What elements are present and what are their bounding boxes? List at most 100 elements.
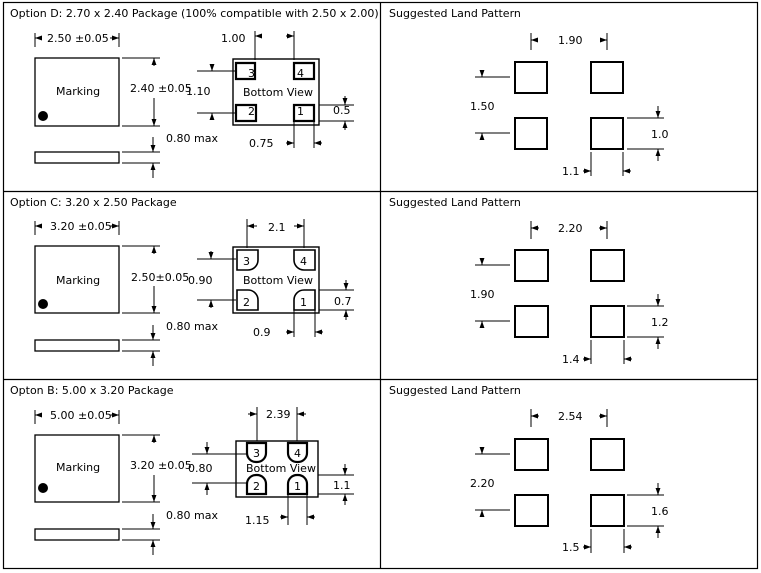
bottom-view: 3 4 2 1 Bottom View [186, 31, 354, 150]
pad-3 [234, 61, 257, 81]
land-pad-br [590, 305, 625, 338]
height-dimension [122, 57, 160, 127]
width-label: 2.50 ±0.05 [47, 32, 109, 45]
package-side [34, 339, 120, 352]
pad-height-label: 0.7 [334, 295, 352, 308]
pad-pitch-x-label: 2.1 [268, 221, 286, 234]
bottom-view-label: Bottom View [246, 462, 316, 475]
width-dimension [34, 33, 120, 47]
land-pad-tl [514, 249, 549, 282]
package-top [34, 57, 120, 127]
pad-1 [286, 473, 309, 496]
height-label: 2.40 ±0.05 [130, 82, 192, 95]
package-top [34, 434, 120, 503]
land-pad-bl [514, 117, 548, 150]
land-pitch-y-label: 2.20 [470, 477, 495, 490]
land-pad-width-label: 1.1 [562, 165, 580, 178]
height-label: 3.20 ±0.05 [130, 459, 192, 472]
top-view: 2.50 ±0.05 Marking 2.40 ±0.05 [34, 32, 192, 127]
pin-2-label: 2 [248, 105, 255, 118]
land-pad-height-label: 1.2 [651, 316, 669, 329]
pin-1-label: 1 [294, 480, 301, 493]
pad-4 [286, 441, 309, 464]
pad-4 [293, 249, 316, 271]
pad-pitch-x-label: 2.39 [266, 408, 291, 421]
land-pitch-x-label: 1.90 [558, 34, 583, 47]
row-option-c: Option C: 3.20 x 2.50 Package Suggested … [10, 196, 669, 366]
pin-4-label: 4 [300, 255, 307, 268]
pin-3-label: 3 [243, 255, 250, 268]
width-label: 3.20 ±0.05 [50, 220, 112, 233]
pin-4-label: 4 [294, 447, 301, 460]
row-title: Option C: 3.20 x 2.50 Package [10, 196, 177, 209]
pin-4-label: 4 [297, 67, 304, 80]
marking-label: Marking [56, 274, 100, 287]
row-title: Option D: 2.70 x 2.40 Package (100% comp… [10, 7, 379, 20]
pin-1-label: 1 [297, 105, 304, 118]
pad-2 [245, 473, 268, 496]
pin-3-label: 3 [248, 67, 255, 80]
land-pitch-y-label: 1.50 [470, 100, 495, 113]
land-pattern: 2.54 2.20 1.6 1.5 [470, 409, 669, 554]
row-option-d: Option D: 2.70 x 2.40 Package (100% comp… [10, 7, 669, 178]
pad-3 [245, 441, 268, 464]
top-view: 5.00 ±0.05 Marking 3.20 ±0.05 [34, 409, 192, 503]
pad-pitch-y-label: 0.80 [188, 462, 213, 475]
pin1-dot [38, 299, 48, 309]
land-pad-bl [514, 494, 549, 527]
pad-pitch-y-label: 0.90 [188, 274, 213, 287]
row-option-b: Opton B: 5.00 x 3.20 Package Suggested L… [10, 384, 669, 555]
land-pitch-y-label: 1.90 [470, 288, 495, 301]
bottom-view: 3 4 2 1 Bottom View [188, 407, 354, 527]
land-pad-tr [590, 61, 624, 94]
marking-label: Marking [56, 85, 100, 98]
land-pitch-x-label: 2.54 [558, 410, 583, 423]
package-top [34, 245, 120, 314]
width-label: 5.00 ±0.05 [50, 409, 112, 422]
land-pad-height-label: 1.0 [651, 128, 669, 141]
marking-label: Marking [56, 461, 100, 474]
land-pad-bl [514, 305, 549, 338]
land-pad-tr [590, 438, 625, 471]
pad-pitch-x-label: 1.00 [221, 32, 246, 45]
side-view: 0.80 max [34, 132, 218, 178]
land-pad-tl [514, 438, 549, 471]
side-view: 0.80 max [34, 509, 218, 555]
land-pad-br [590, 117, 624, 150]
pad-1 [293, 289, 316, 311]
bottom-view-label: Bottom View [243, 274, 313, 287]
thickness-label: 0.80 max [166, 509, 218, 522]
pin-2-label: 2 [243, 296, 250, 309]
pad-2 [234, 103, 258, 123]
package-side [34, 528, 120, 541]
pad-pitch-y-label: 1.10 [186, 85, 211, 98]
land-pattern: 1.90 1.50 1.0 1.1 [470, 33, 669, 178]
bottom-view: 3 4 2 1 Bottom View [188, 219, 354, 339]
land-pad-tr [590, 249, 625, 282]
land-pad-width-label: 1.4 [562, 353, 580, 366]
land-pattern-title: Suggested Land Pattern [389, 196, 521, 209]
bottom-view-label: Bottom View [243, 86, 313, 99]
height-label: 2.50±0.05 [131, 271, 189, 284]
pin1-dot [38, 483, 48, 493]
pad-3 [236, 249, 259, 271]
land-pad-tl [514, 61, 548, 94]
package-side [34, 151, 120, 164]
land-pad-width-label: 1.5 [562, 541, 580, 554]
land-pattern-title: Suggested Land Pattern [389, 7, 521, 20]
pad-width-label: 1.15 [245, 514, 270, 527]
pad-height-label: 0.5 [333, 104, 351, 117]
pad-width-label: 0.9 [253, 326, 271, 339]
thickness-label: 0.80 max [166, 320, 218, 333]
pin1-dot [38, 111, 48, 121]
thickness-label: 0.80 max [166, 132, 218, 145]
pin-3-label: 3 [253, 447, 260, 460]
land-pad-height-label: 1.6 [651, 505, 669, 518]
pad-4 [292, 61, 316, 81]
top-view: 3.20 ±0.05 Marking 2.50±0.05 [34, 220, 189, 314]
land-pad-br [590, 494, 625, 527]
side-view: 0.80 max [34, 320, 218, 366]
land-pattern-title: Suggested Land Pattern [389, 384, 521, 397]
